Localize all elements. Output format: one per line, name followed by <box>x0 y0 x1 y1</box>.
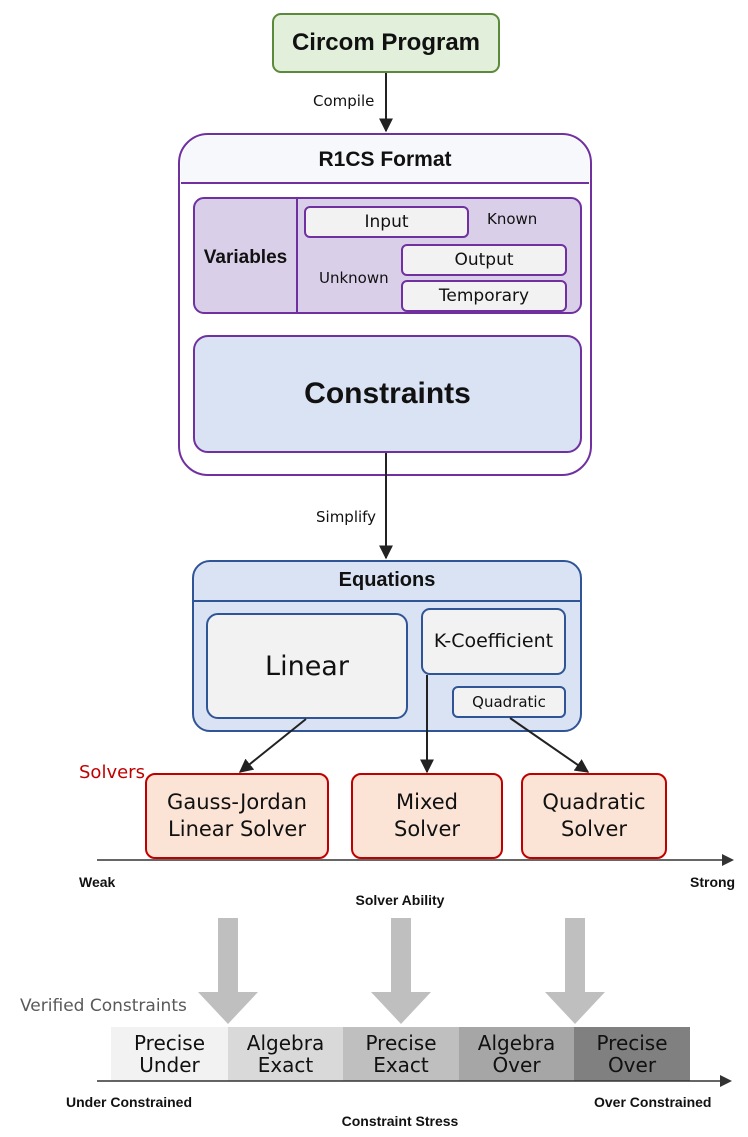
variables-label: Variables <box>203 247 288 268</box>
solvers-label: Solvers <box>79 762 145 783</box>
r1cs-header <box>181 136 589 184</box>
known-label: Known <box>487 210 538 228</box>
weak-label: Weak <box>79 874 116 890</box>
linear-to-gauss-arrow <box>238 718 307 773</box>
constraint-stress-axis-head <box>720 1075 732 1087</box>
under-constrained-label: Under Constrained <box>66 1094 193 1110</box>
input-variable-box: Input <box>304 206 469 238</box>
temporary-variable-box: Temporary <box>401 280 567 312</box>
mixed-solver-box: Mixed Solver <box>351 773 503 859</box>
gauss-jordan-solver-label: Gauss-Jordan Linear Solver <box>167 789 307 841</box>
segment-precise-exact: Precise Exact <box>343 1027 459 1081</box>
quadratic-equation-label: Quadratic <box>472 693 546 711</box>
mixed-solver-label: Mixed Solver <box>394 789 460 841</box>
gray-arrow-left <box>198 918 258 1024</box>
quadratic-solver-box: Quadratic Solver <box>521 773 667 859</box>
gray-arrow-right <box>545 918 605 1024</box>
simplify-label: Simplify <box>316 508 377 526</box>
solver-ability-title: Solver Ability <box>355 892 445 908</box>
k-coefficient-box: K-Coefficient <box>421 608 566 675</box>
segment-precise-under: Precise Under <box>111 1027 228 1081</box>
segment-precise-under-label: Precise Under <box>133 1031 206 1077</box>
circom-program-title: Circom Program <box>291 29 481 56</box>
output-variable-box: Output <box>401 244 567 276</box>
temporary-variable-label: Temporary <box>438 286 530 306</box>
over-constrained-label: Over Constrained <box>594 1094 712 1110</box>
circom-program-box: Circom Program <box>272 13 500 73</box>
compile-label: Compile <box>313 92 375 110</box>
verified-constraints-label: Verified Constraints <box>20 996 187 1016</box>
linear-equation-label: Linear <box>265 650 349 682</box>
equations-title: Equations <box>338 568 436 591</box>
constraint-stress-title: Constraint Stress <box>341 1113 459 1129</box>
segment-algebra-over: Algebra Over <box>459 1027 574 1081</box>
k-coefficient-label: K-Coefficient <box>433 629 554 652</box>
output-variable-label: Output <box>454 250 514 270</box>
linear-equation-box: Linear <box>206 613 408 719</box>
segment-precise-over: Precise Over <box>574 1027 690 1081</box>
unknown-label: Unknown <box>319 269 389 287</box>
constraints-box: Constraints <box>193 335 582 453</box>
segment-algebra-over-label: Algebra Over <box>477 1031 556 1077</box>
quadratic-to-solver-arrow <box>509 717 590 773</box>
segment-precise-over-label: Precise Over <box>596 1031 668 1077</box>
solver-ability-axis-head <box>722 854 734 866</box>
strong-label: Strong <box>690 874 736 890</box>
segment-precise-exact-label: Precise Exact <box>365 1031 437 1077</box>
segment-algebra-exact-label: Algebra Exact <box>246 1031 325 1077</box>
variables-divider <box>296 198 298 313</box>
input-variable-label: Input <box>364 212 409 232</box>
quadratic-solver-label: Quadratic Solver <box>542 789 646 841</box>
gray-arrow-middle <box>371 918 431 1024</box>
gauss-jordan-solver-box: Gauss-Jordan Linear Solver <box>145 773 329 859</box>
equations-header-divider <box>193 600 581 602</box>
quadratic-equation-box: Quadratic <box>452 686 566 718</box>
segment-algebra-exact: Algebra Exact <box>228 1027 343 1081</box>
r1cs-format-title: R1CS Format <box>318 148 452 171</box>
constraints-label: Constraints <box>304 377 471 410</box>
